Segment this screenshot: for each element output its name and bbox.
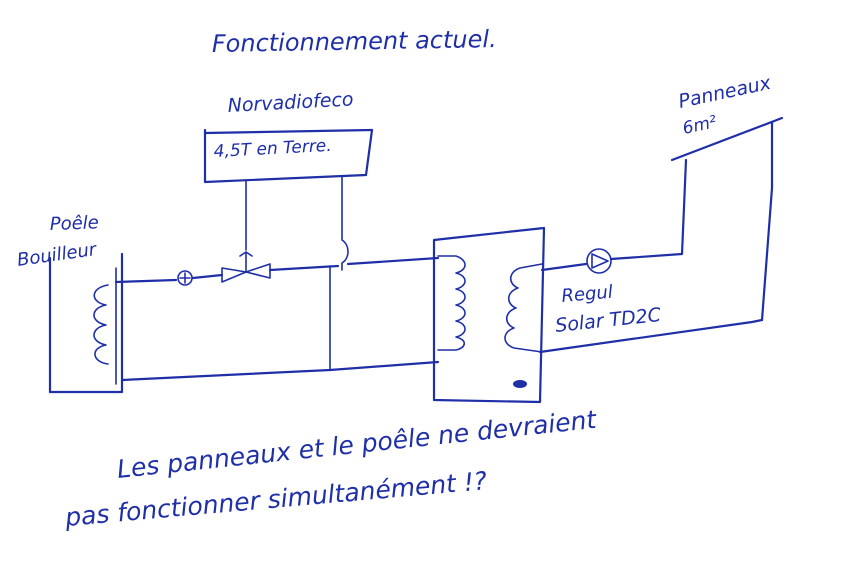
regulator-sublabel: Solar TD2C xyxy=(554,304,662,337)
radiator-box xyxy=(203,128,374,184)
ink-blot xyxy=(513,380,527,388)
valve-stem-icon xyxy=(239,251,253,273)
solar-return-pipe-a xyxy=(760,120,774,322)
supply-pipe-b xyxy=(191,273,224,280)
solar-panel-icon xyxy=(670,116,784,162)
radiator-box-top xyxy=(203,128,374,135)
radiator-right-pipe xyxy=(341,175,349,271)
tank-left-coil xyxy=(437,255,466,351)
valve-right-icon xyxy=(245,263,271,279)
tank-right-coil xyxy=(504,263,543,353)
stove-sublabel: Bouilleur xyxy=(16,239,99,271)
radiator-label: Norvadiofeco xyxy=(227,88,354,117)
solar-supply-pipe-a xyxy=(540,262,588,272)
panels-label: Panneaux xyxy=(676,72,773,113)
panels-sublabel: 6m² xyxy=(681,112,719,139)
supply-pipe-d xyxy=(346,256,440,266)
regulator-label: Regul xyxy=(561,282,614,307)
pump-icon-cross xyxy=(179,272,191,284)
return-pipe xyxy=(120,360,440,382)
valve-left-icon xyxy=(221,267,247,283)
stove-label: Poêle xyxy=(49,212,99,235)
solar-pump-arrow-icon xyxy=(591,253,609,269)
question-line-1: Les panneaux et le poêle ne devraient xyxy=(116,405,599,484)
solar-return-pipe-b xyxy=(538,318,764,354)
solar-supply-pipe-b xyxy=(609,158,688,261)
solar-pump-icon xyxy=(586,248,612,274)
supply-pipe-a xyxy=(114,278,178,284)
stove-coil xyxy=(93,284,109,365)
storage-tank xyxy=(432,226,546,404)
radiator-sublabel: 4,5T en Terre. xyxy=(213,136,332,162)
supply-pipe-c xyxy=(268,264,340,272)
stove-right-wall xyxy=(48,252,124,394)
diagram-title: Fonctionnement actuel. xyxy=(212,25,497,58)
